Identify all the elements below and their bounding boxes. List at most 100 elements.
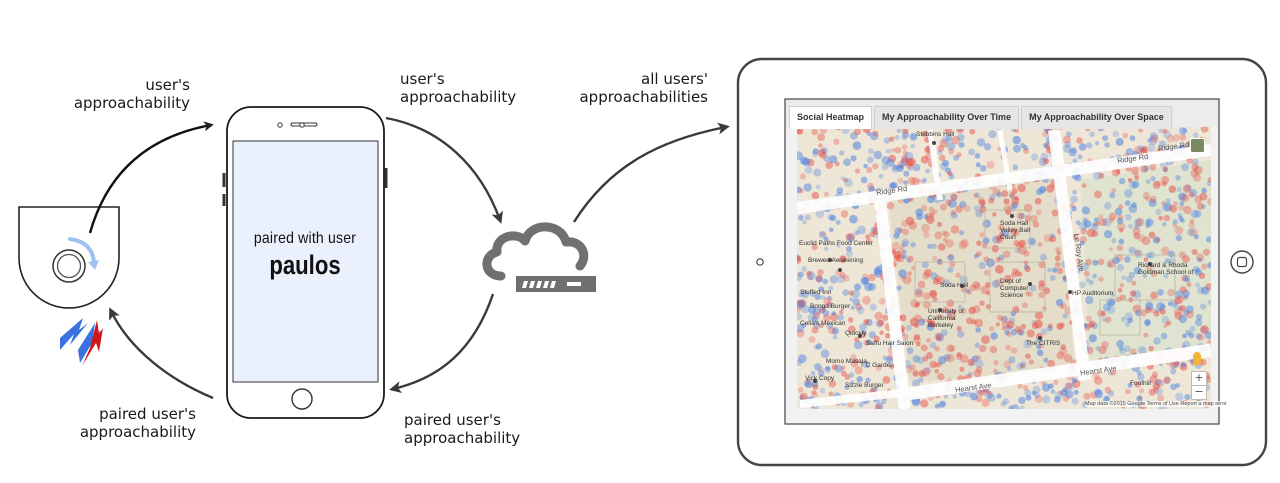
heat-dot (1199, 192, 1208, 201)
heat-dot (850, 132, 858, 140)
pegman-icon[interactable] (1193, 352, 1201, 365)
heat-dot (867, 182, 874, 190)
heat-dot (852, 141, 862, 150)
heat-dot (934, 332, 943, 341)
heat-dot (1018, 271, 1023, 277)
heat-dot (926, 322, 935, 331)
heat-dot (1036, 349, 1044, 357)
heat-dot (1094, 389, 1103, 399)
road-le-roy (1048, 129, 1091, 381)
heat-dot (1207, 177, 1211, 182)
heat-dot (942, 279, 950, 287)
heat-dot (811, 391, 819, 398)
heat-dot (1148, 345, 1154, 352)
heat-dot (1115, 137, 1124, 146)
heat-dot (929, 342, 937, 349)
heat-dot (1081, 206, 1090, 215)
heat-dot (1103, 303, 1111, 312)
heat-dot (974, 283, 981, 291)
heat-dot (1174, 297, 1182, 305)
heat-dot (1201, 263, 1208, 270)
user-avatar[interactable] (1190, 138, 1205, 153)
wearable-device (18, 206, 120, 309)
heat-dot (1104, 202, 1112, 210)
heat-dot (1133, 267, 1142, 275)
heat-dot (928, 206, 934, 213)
map-label: Dept of Computer Science (1000, 278, 1029, 299)
heat-dot (1136, 370, 1142, 376)
heat-dot (933, 362, 939, 368)
tab-approachability-over-time[interactable]: My Approachability Over Time (874, 106, 1020, 129)
heat-dot (878, 297, 886, 305)
heat-dot (1184, 394, 1191, 400)
heat-dot (976, 138, 986, 147)
heat-dot (1185, 305, 1194, 314)
heat-dot (1179, 363, 1188, 371)
heat-dot (888, 154, 897, 163)
heat-dot (1178, 204, 1185, 211)
heat-dot (1165, 198, 1171, 204)
zoom-in-button[interactable]: + (1191, 371, 1207, 386)
smartphone (222, 106, 388, 419)
heat-dot (1010, 347, 1018, 354)
heat-dot (847, 232, 856, 241)
heat-dot (1118, 177, 1126, 185)
heat-dot (1085, 258, 1092, 266)
heat-dot (1137, 234, 1146, 243)
heat-dot (907, 176, 916, 185)
heat-dot (1025, 290, 1031, 296)
tab-social-heatmap[interactable]: Social Heatmap (789, 106, 873, 129)
heat-dot (819, 387, 826, 394)
heat-dot (1134, 218, 1143, 227)
heat-dot (1193, 234, 1199, 240)
heat-dot (842, 289, 849, 296)
zoom-out-button[interactable]: − (1191, 385, 1207, 400)
heat-dot (1056, 267, 1064, 274)
heat-dot (1131, 202, 1137, 208)
heat-dot (810, 371, 816, 376)
heat-dot (873, 335, 880, 342)
tab-approachability-over-space[interactable]: My Approachability Over Space (1021, 106, 1172, 129)
heat-dot (979, 344, 987, 353)
heat-dot (1131, 280, 1137, 286)
heat-dot (854, 336, 860, 343)
map-label: Brewed Awakening (808, 257, 864, 264)
heat-dot (1024, 389, 1032, 397)
camera-icon (277, 122, 283, 128)
heat-dot (1191, 163, 1199, 171)
heat-dot (837, 314, 844, 321)
heat-dot (799, 188, 804, 194)
heat-dot (1177, 213, 1183, 218)
heat-dot (828, 285, 834, 291)
map-label: Quickly (845, 330, 867, 337)
heat-dot (882, 314, 889, 321)
heat-dot (817, 133, 825, 142)
home-button-icon[interactable] (291, 388, 313, 410)
heat-dot (949, 193, 958, 201)
heat-dot (996, 236, 1001, 241)
heat-dot (1179, 201, 1185, 206)
heat-dot (1049, 275, 1056, 281)
heat-dot (1062, 313, 1068, 319)
heat-dot (1181, 193, 1190, 202)
heat-dot (1164, 258, 1170, 264)
heat-dot (1166, 134, 1175, 143)
heat-dot (1161, 181, 1167, 187)
heat-dot (827, 302, 833, 308)
heat-dot (976, 240, 982, 247)
heat-dot (967, 290, 972, 295)
map-label: Bongo Burger (810, 303, 851, 310)
heat-dot (1035, 209, 1042, 216)
heat-dot (949, 260, 956, 267)
heat-dot (1088, 334, 1097, 343)
heat-dot (1196, 333, 1205, 341)
heat-dot (804, 379, 813, 389)
heat-dot (938, 243, 946, 251)
heat-dot (993, 360, 999, 366)
heat-dot (1017, 183, 1026, 193)
heat-dot (951, 308, 957, 314)
heat-dot (970, 392, 978, 401)
heat-dot (797, 324, 805, 333)
tablet-home-button-icon[interactable] (1230, 250, 1254, 274)
heat-dot (914, 302, 920, 308)
